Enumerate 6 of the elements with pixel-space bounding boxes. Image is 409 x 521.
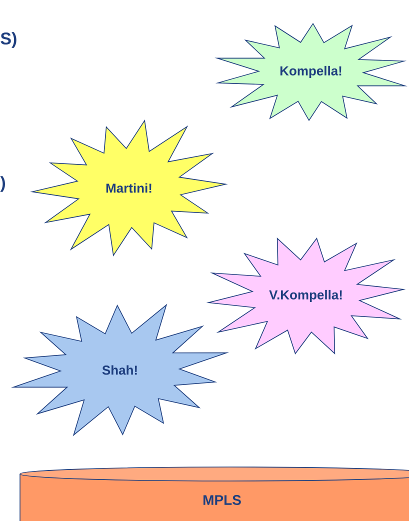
cylinder: MPLS (20, 466, 409, 521)
heading-fragment: S) (0, 32, 16, 48)
starburst: Martini! (30, 120, 228, 256)
starburst: Shah! (10, 304, 230, 436)
starburst: Kompella! (214, 22, 408, 122)
heading-fragment: ) (0, 176, 6, 192)
